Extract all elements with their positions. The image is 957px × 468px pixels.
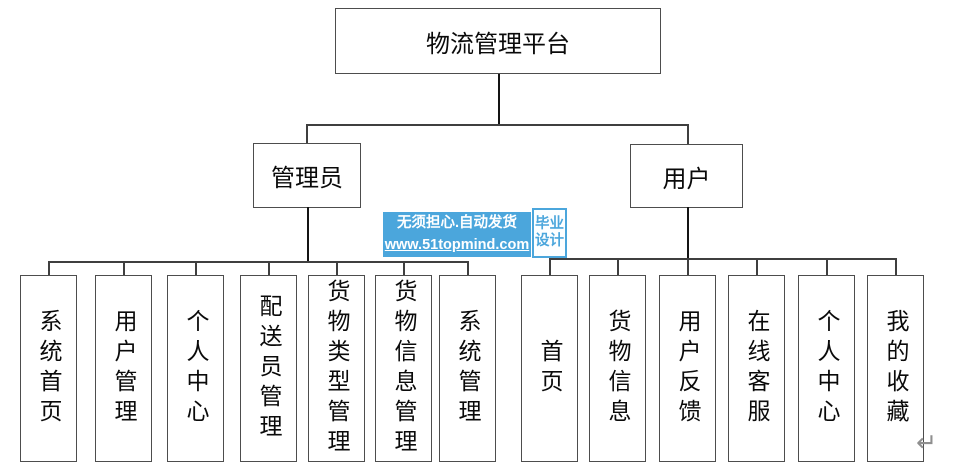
watermark-badge-line1: 毕业 [535,216,564,233]
watermark: 无须担心.自动发货 www.51topmind.com [383,212,531,257]
node-courier-management-label: 配送员管理 [256,293,281,444]
connector-user-bar [549,258,896,260]
watermark-badge: 毕业 设计 [532,208,567,258]
node-system-management: 系统管理 [439,275,496,462]
node-user: 用户 [630,144,743,208]
connector-stub-system-home [48,261,50,276]
connector-admin-bar [48,261,468,263]
node-personal-center: 个人中心 [167,275,224,462]
connector-stub-personal-center-user [826,258,828,276]
node-user-management: 用户管理 [95,275,152,462]
node-cargo-type-management: 货物类型管理 [308,275,365,462]
watermark-badge-line2: 设计 [535,233,564,249]
node-cargo-info-label: 货物信息 [605,308,630,429]
node-system-home-label: 系统首页 [36,308,61,429]
connector-root-drop [497,74,500,125]
connector-stub-cargo-info-management [403,261,405,276]
node-cargo-info-management: 货物信息管理 [375,275,432,462]
connector-admin-drop [306,207,309,262]
connector-stub-my-favorites [895,258,897,276]
connector-stub-courier-management [268,261,270,276]
connector-stub-cargo-type-management [336,261,338,276]
watermark-slogan: 无须担心.自动发货 [396,215,518,232]
connector-stub-personal-center [195,261,197,276]
node-personal-center-user: 个人中心 [798,275,855,462]
node-online-service: 在线客服 [728,275,785,462]
node-user-feedback-label: 用户反馈 [675,308,700,429]
connector-user-drop [686,207,689,259]
node-cargo-type-management-label: 货物类型管理 [324,278,349,459]
connector-stub-online-service [756,258,758,276]
node-cargo-info: 货物信息 [589,275,646,462]
node-personal-center-user-label: 个人中心 [814,308,839,429]
connector-admin-stub [306,124,308,144]
return-mark-icon: ↵ [916,428,937,457]
node-root-label: 物流管理平台 [426,31,570,58]
node-user-management-label: 用户管理 [111,308,136,429]
node-admin: 管理员 [253,143,361,208]
node-user-label: 用户 [662,166,711,193]
connector-stub-cargo-info [617,258,619,276]
node-cargo-info-management-label: 货物信息管理 [391,278,416,459]
node-online-service-label: 在线客服 [744,308,769,429]
connector-user-stub [687,124,689,145]
node-my-favorites-label: 我的收藏 [883,308,908,429]
connector-stub-home [549,258,551,276]
node-home: 首页 [521,275,578,462]
node-home-label: 首页 [537,338,562,399]
node-courier-management: 配送员管理 [240,275,297,462]
watermark-url: www.51topmind.com [384,236,530,253]
node-root: 物流管理平台 [335,8,661,74]
node-admin-label: 管理员 [271,166,343,192]
connector-stub-user-feedback [687,258,689,276]
node-user-feedback: 用户反馈 [659,275,716,462]
connector-stub-user-management [123,261,125,276]
node-my-favorites: 我的收藏 [867,275,924,462]
node-system-management-label: 系统管理 [455,308,480,429]
node-personal-center-label: 个人中心 [183,308,208,429]
node-system-home: 系统首页 [20,275,77,462]
connector-stub-system-management [467,261,469,276]
connector-level1-bar [307,124,688,126]
